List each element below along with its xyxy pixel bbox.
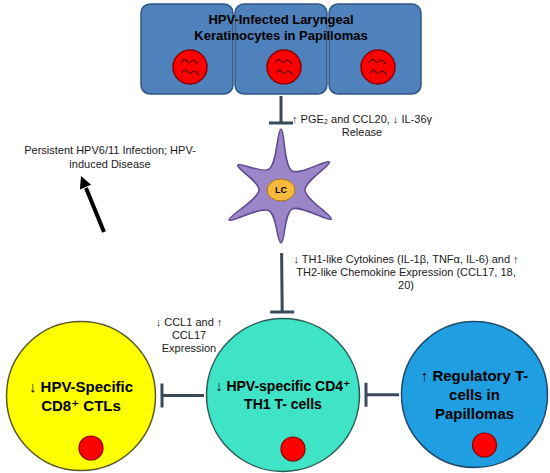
langerhans-cell: LC [219,128,343,252]
cell-membrane [7,322,156,471]
cd4-cell-outline [205,317,361,473]
outcome-note: Persistent HPV6/11 Infection; HPV-induce… [15,143,205,171]
node-text: HPV-Infected Laryngeal Keratinocytes in … [174,12,389,44]
keratinocyte-band: HPV-Infected Laryngeal Keratinocytes in … [140,3,422,95]
cd8-cell-outline [5,320,157,472]
node-text: LC [266,185,296,195]
dendritic-cell-body [229,129,331,243]
cell-nucleus [79,436,103,460]
edge-label: ↓ TH1-like Cytokines (IL-1β, TNFα, IL-6)… [288,253,524,292]
cell-membrane [402,322,548,468]
inhibition-connector [270,253,294,312]
viral-dna [276,70,293,75]
inhibition-connector [162,384,204,408]
cell-membrane [207,319,360,472]
cell-nucleus [281,437,305,461]
viral-dna [275,59,292,64]
edge-label: ↓ CCL1 and ↑ CCL17 Expression [150,316,228,355]
inhibition-connector [366,383,399,407]
infected-nucleus [361,50,395,84]
treg-cell: ↑ Regulatory T-cells in Papillomas [400,320,549,469]
infected-nucleus [267,50,301,84]
cd8-cell: ↓ HPV-Specific CD8⁺ CTLs [5,320,157,472]
node-text: ↓ HPV-Specific CD8⁺ CTLs [24,377,139,415]
viral-dna [370,70,387,75]
inhibition-connector [269,96,293,123]
viral-dna [369,59,386,64]
viral-dna [182,70,199,75]
viral-dna [181,59,198,64]
cell-nucleus [267,179,295,201]
outcome-arrow-head [80,176,91,189]
infected-nucleus [173,50,207,84]
cd4-cell: ↓ HPV-specific CD4⁺ TH1 T- cells [205,317,361,473]
node-text: ↓ HPV-specific CD4⁺ TH1 T- cells [215,377,351,413]
outcome-arrow-shaft [86,188,104,232]
node-text: ↑ Regulatory T-cells in Papillomas [419,366,531,423]
edge-label: ↑ PGE₂ and CCL20, ↓ IL-36γ Release [292,113,432,139]
cell-nucleus [473,433,497,457]
